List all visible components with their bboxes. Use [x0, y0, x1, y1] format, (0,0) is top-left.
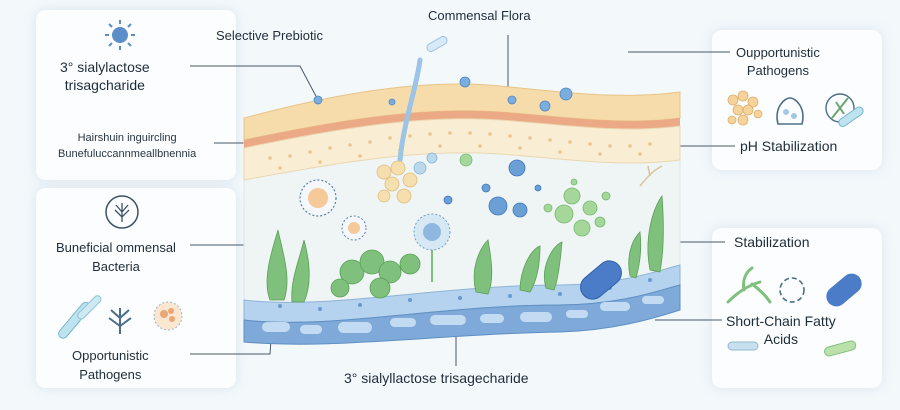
pod-icon: [776, 97, 804, 125]
label-sialylactose-line2: trisagcharide: [64, 77, 145, 93]
label-opportunistic-left: Opportunistic Pathogens: [72, 346, 149, 384]
label-opportunistic-right-line1: Oupportunistic: [736, 45, 820, 60]
dandelion-flora: [413, 213, 451, 282]
rod-bacteria-icon: [58, 295, 102, 339]
label-scfa-line2: Acids: [763, 331, 798, 347]
sun-icon: [105, 20, 135, 50]
twig-right: [639, 165, 663, 187]
ring-bacteria-icon: [779, 277, 805, 303]
capsule-icon: [727, 273, 862, 357]
label-opportunistic-right-line2: Pathogens: [746, 63, 809, 78]
label-selective-prebiotic: Selective Prebiotic: [216, 28, 323, 43]
label-opportunistic-left-line1: Opportunistic: [72, 348, 149, 363]
seaweed-badge-icon: [105, 195, 139, 229]
branch-icon: [726, 266, 772, 304]
left-top-panel: [36, 10, 236, 180]
epithelium-cells: [262, 296, 664, 334]
capsule-in-tissue: [580, 260, 622, 300]
upper-layer-front: [243, 118, 681, 181]
sprout-icon: [108, 308, 132, 334]
label-hairshuin: Hairshuin inguircling Bunefuluccannmeall…: [58, 130, 196, 162]
upper-dots: [268, 131, 652, 170]
green-flora: [266, 194, 664, 303]
right-bottom-panel: [712, 228, 882, 388]
prebiotic-cluster: [376, 152, 438, 204]
spiral-bacteria-icon: [825, 93, 864, 127]
label-hairshuin-line1: Hairshuin inguircling: [77, 132, 177, 144]
cluster-icon: [727, 90, 763, 126]
dropper-tip: [426, 36, 448, 52]
virus-cluster: [299, 179, 367, 241]
label-scfa-line1: Short-Chain Fatty: [726, 313, 836, 329]
virus-icon: [153, 301, 183, 331]
label-opportunistic-left-line2: Pathogens: [79, 367, 142, 382]
label-sialylactose: 3° sialylactose trisagcharide: [60, 58, 150, 94]
label-bottom-sialyllactose: 3° sialyllactose trisagecharide: [344, 370, 529, 386]
label-commensal-flora: Commensal Flora: [428, 8, 531, 23]
label-beneficial-line2: Bacteria: [92, 259, 140, 274]
label-scfa: Short-Chain Fatty Acids: [726, 312, 836, 348]
upper-layer-edge: [244, 110, 680, 148]
label-hairshuin-line2: Bunefuluccannmeallbnennia: [58, 148, 197, 160]
green-spheres: [459, 153, 611, 237]
leader-sialylactose: [190, 65, 319, 101]
dropper-stream: [397, 57, 423, 163]
label-beneficial-bacteria: Buneficial ommensal Bacteria: [56, 238, 176, 276]
label-ph-stabilization: pH Stabilization: [740, 138, 838, 154]
left-bottom-panel: [36, 188, 236, 388]
label-stabilization: Stabilization: [734, 234, 810, 250]
label-beneficial-line1: Buneficial ommensal: [56, 240, 176, 255]
label-opportunistic-right: Oupportunistic Pathogens: [736, 44, 820, 80]
blue-bubbles: [443, 159, 542, 218]
label-sialylactose-line1: 3° sialylactose: [60, 59, 150, 75]
upper-bubbles: [313, 76, 573, 112]
